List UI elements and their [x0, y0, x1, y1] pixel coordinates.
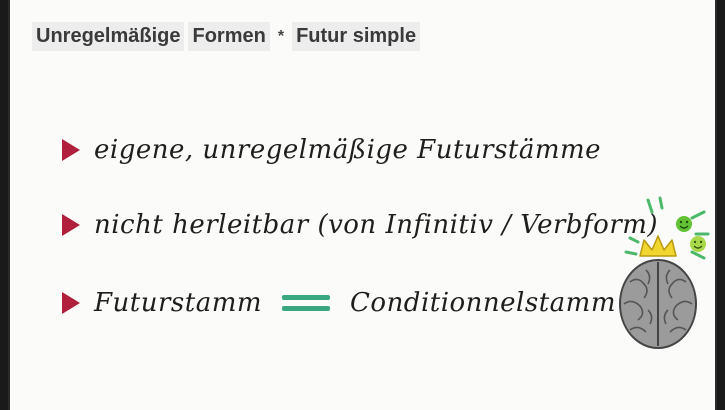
bullet-item-3: Futurstamm Conditionnelstamm — [62, 288, 616, 318]
slide: Unregelmäßige Formen * Futur simple eige… — [8, 0, 717, 410]
smiley-icon — [690, 236, 706, 252]
bullet-triangle-icon — [62, 292, 80, 314]
smiley-icon — [676, 216, 692, 232]
equals-icon — [282, 295, 331, 311]
page-title: Unregelmäßige Formen * Futur simple — [32, 22, 421, 51]
title-part-2: Formen — [188, 22, 270, 51]
bullet-text-2: nicht herleitbar (von Infinitiv / Verbfo… — [94, 210, 659, 240]
crowned-brain-icon — [619, 196, 710, 349]
bullet-item-2: nicht herleitbar (von Infinitiv / Verbfo… — [62, 210, 658, 240]
brain-shape — [619, 259, 697, 349]
bullet-text-1: eigene, unregelmäßige Futurstämme — [94, 135, 602, 165]
bullet-triangle-icon — [62, 139, 80, 161]
title-separator: * — [277, 27, 285, 45]
crown-icon — [639, 235, 677, 257]
bullet-item-1: eigene, unregelmäßige Futurstämme — [62, 135, 601, 165]
sparkle-lines — [624, 196, 710, 260]
bullet-text-3-right: Conditionnelstamm — [350, 288, 616, 318]
title-part-3: Futur simple — [292, 22, 421, 51]
bullet-text-3-left: Futurstamm — [94, 288, 263, 318]
bullet-triangle-icon — [62, 214, 80, 236]
title-part-1: Unregelmäßige — [32, 22, 185, 51]
